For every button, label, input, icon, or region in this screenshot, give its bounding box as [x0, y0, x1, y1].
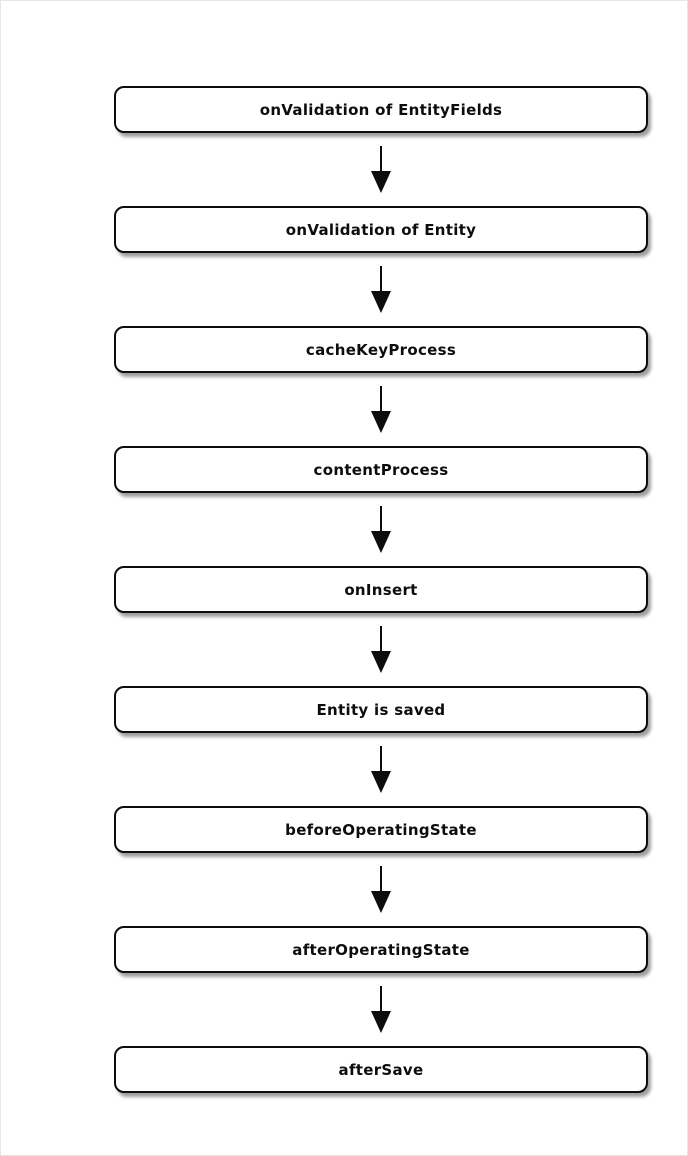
arrow-head-icon	[371, 1011, 391, 1033]
flow-node-label: afterSave	[338, 1060, 424, 1079]
flow-node-label: beforeOperatingState	[285, 820, 477, 839]
arrow-head-icon	[371, 891, 391, 913]
down-arrow-connector	[371, 733, 391, 806]
down-arrow-connector	[371, 133, 391, 206]
flow-node-label: cacheKeyProcess	[305, 340, 457, 359]
arrow-shaft	[380, 146, 382, 172]
arrow-head-icon	[371, 411, 391, 433]
flow-node: afterOperatingState	[114, 926, 648, 973]
arrow-shaft	[380, 746, 382, 772]
flow-node-label: onInsert	[344, 580, 418, 599]
flow-node: contentProcess	[114, 446, 648, 493]
arrow-shaft	[380, 386, 382, 412]
arrow-shaft	[380, 266, 382, 292]
flow-node: beforeOperatingState	[114, 806, 648, 853]
arrow-head-icon	[371, 291, 391, 313]
down-arrow-connector	[371, 613, 391, 686]
flow-column: onValidation of EntityFields onValidatio…	[114, 86, 648, 1093]
flow-node: onValidation of Entity	[114, 206, 648, 253]
flow-node: onValidation of EntityFields	[114, 86, 648, 133]
arrow-head-icon	[371, 171, 391, 193]
flow-node: onInsert	[114, 566, 648, 613]
flow-node: afterSave	[114, 1046, 648, 1093]
down-arrow-connector	[371, 973, 391, 1046]
arrow-shaft	[380, 506, 382, 532]
flow-node-label: afterOperatingState	[292, 940, 470, 959]
arrow-head-icon	[371, 531, 391, 553]
arrow-shaft	[380, 866, 382, 892]
arrow-shaft	[380, 986, 382, 1012]
flow-node-label: onValidation of EntityFields	[259, 100, 503, 119]
down-arrow-connector	[371, 493, 391, 566]
down-arrow-connector	[371, 853, 391, 926]
arrow-head-icon	[371, 771, 391, 793]
flow-node-label: onValidation of Entity	[285, 220, 477, 239]
arrow-shaft	[380, 626, 382, 652]
flow-node-label: Entity is saved	[316, 700, 446, 719]
flow-node: Entity is saved	[114, 686, 648, 733]
flow-node-label: contentProcess	[313, 460, 449, 479]
arrow-head-icon	[371, 651, 391, 673]
down-arrow-connector	[371, 373, 391, 446]
flow-node: cacheKeyProcess	[114, 326, 648, 373]
down-arrow-connector	[371, 253, 391, 326]
